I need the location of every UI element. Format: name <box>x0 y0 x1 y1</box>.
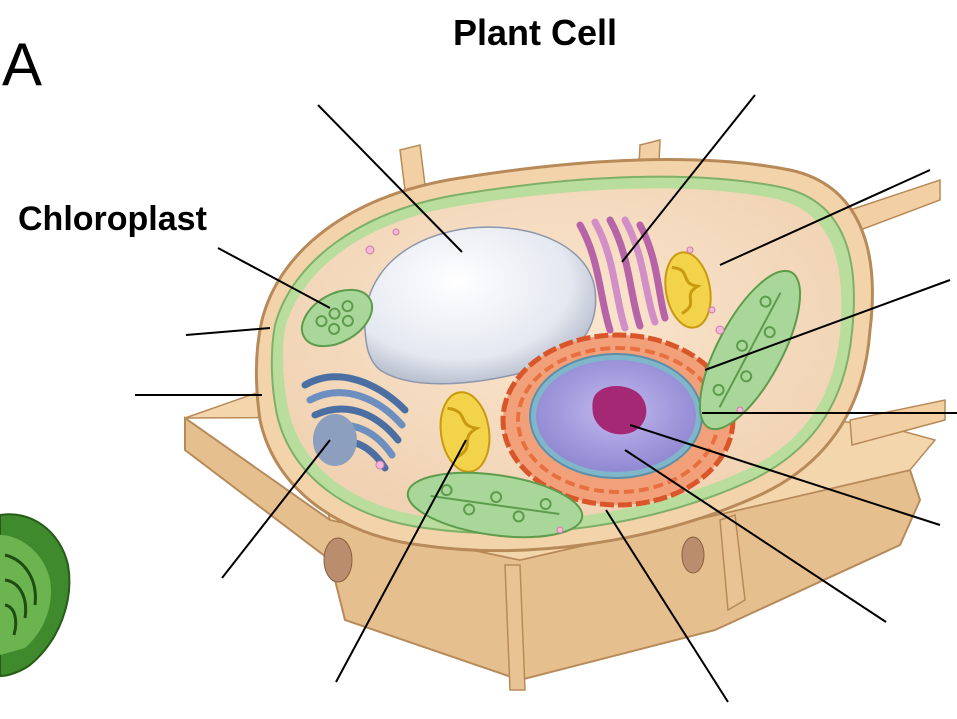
chloroplast-inset-icon <box>0 514 69 676</box>
leader-line-membrane-left <box>186 328 270 335</box>
label-chloroplast: Chloroplast <box>18 200 207 239</box>
panel-letter: A <box>2 30 42 99</box>
diagram-title: Plant Cell <box>453 12 617 54</box>
nucleus-group <box>503 335 733 505</box>
